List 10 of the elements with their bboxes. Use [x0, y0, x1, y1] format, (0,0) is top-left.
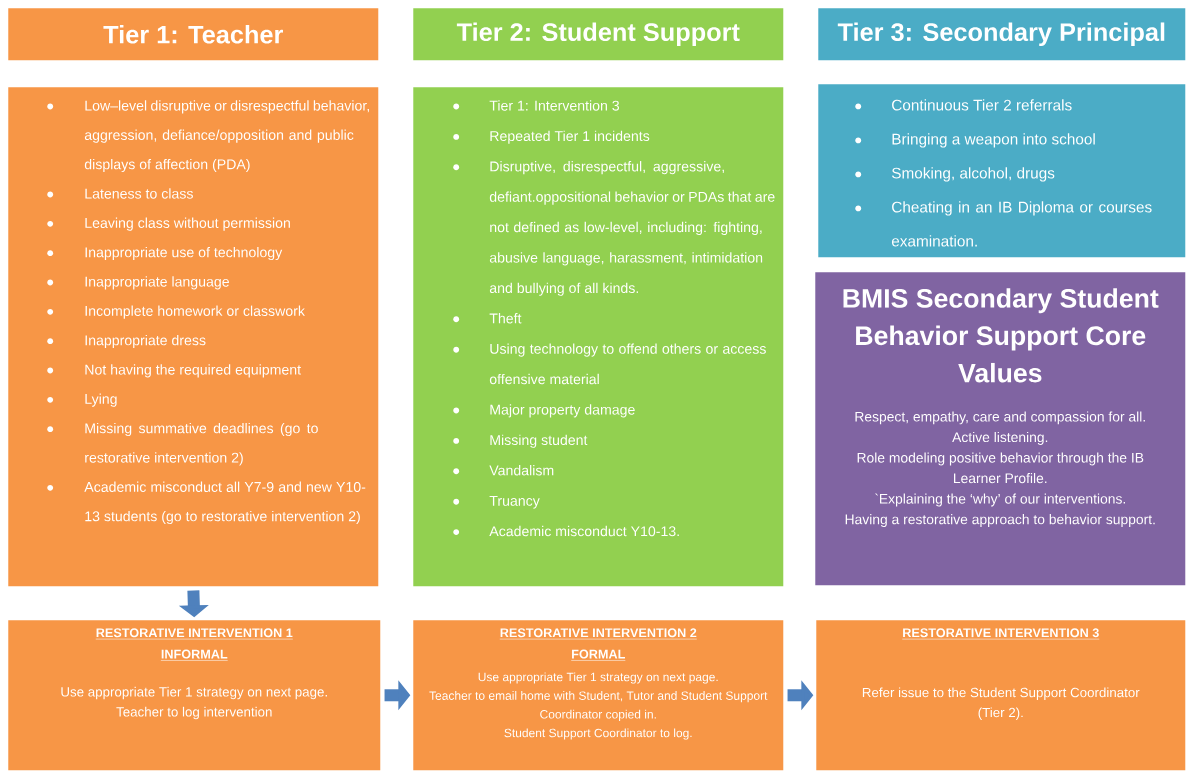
core-values-box: BMIS Secondary Student Behavior Support Core Values Respect, empathy, care and compassion for all. Active listening. Role modeling positive behavior through the IB Learner Profile. `Explaining the ‘why’ of our interventions. Having a restorative approach to behavior support.: [815, 272, 1186, 586]
intervention-box: RESTORATIVE INTERVENTION 2 FORMAL Use appropriate Tier 1 strategy on next page. Teacher to email home with Student, Tutor and Student Support Coordinator copied in. Student Support Coordinator to log.: [413, 620, 784, 771]
tier-header: Tier 2: Student Support: [413, 8, 784, 61]
criteria-list-box: Low–level disruptive or disrespectful behavior, aggression, defiance/opposition and public displays of affection (PDA) Lateness to class Leaving class without permission Inappropriate use of technology Inappropriate language Incomplete homework or classwork Inappropriate dress Not having the required equipment Lying Missing summative deadlines (go to restorative intervention 2) Academic misconduct all Y7-9 and new Y10-13 students (go to restorative intervention 2): [8, 87, 379, 587]
tier-header: Tier 1: Teacher: [8, 8, 379, 61]
criteria-list-box: Tier 1: Intervention 3 Repeated Tier 1 incidents Disruptive, disrespectful, aggressive, defiant.oppositional behavior or PDAs that are not defined as low-level, including: fighting, abusive language, harassment, intimidation and bullying of all kinds. Theft Using technology to offend others or access offensive material Major property damage Missing student Vandalism Truancy Academic misconduct Y10-13.: [413, 87, 784, 587]
intervention-box: RESTORATIVE INTERVENTION 1 INFORMAL Use appropriate Tier 1 strategy on next page. Teacher to log intervention: [8, 620, 381, 771]
tier-header: Tier 3: Secondary Principal: [818, 8, 1186, 61]
intervention-box: RESTORATIVE INTERVENTION 3 Refer issue to the Student Support Coordinator (Tier 2).: [816, 620, 1186, 771]
criteria-list-box: Continuous Tier 2 referrals Bringing a weapon into school Smoking, alcohol, drugs Cheating in an IB Diploma or courses examination.: [818, 84, 1186, 258]
